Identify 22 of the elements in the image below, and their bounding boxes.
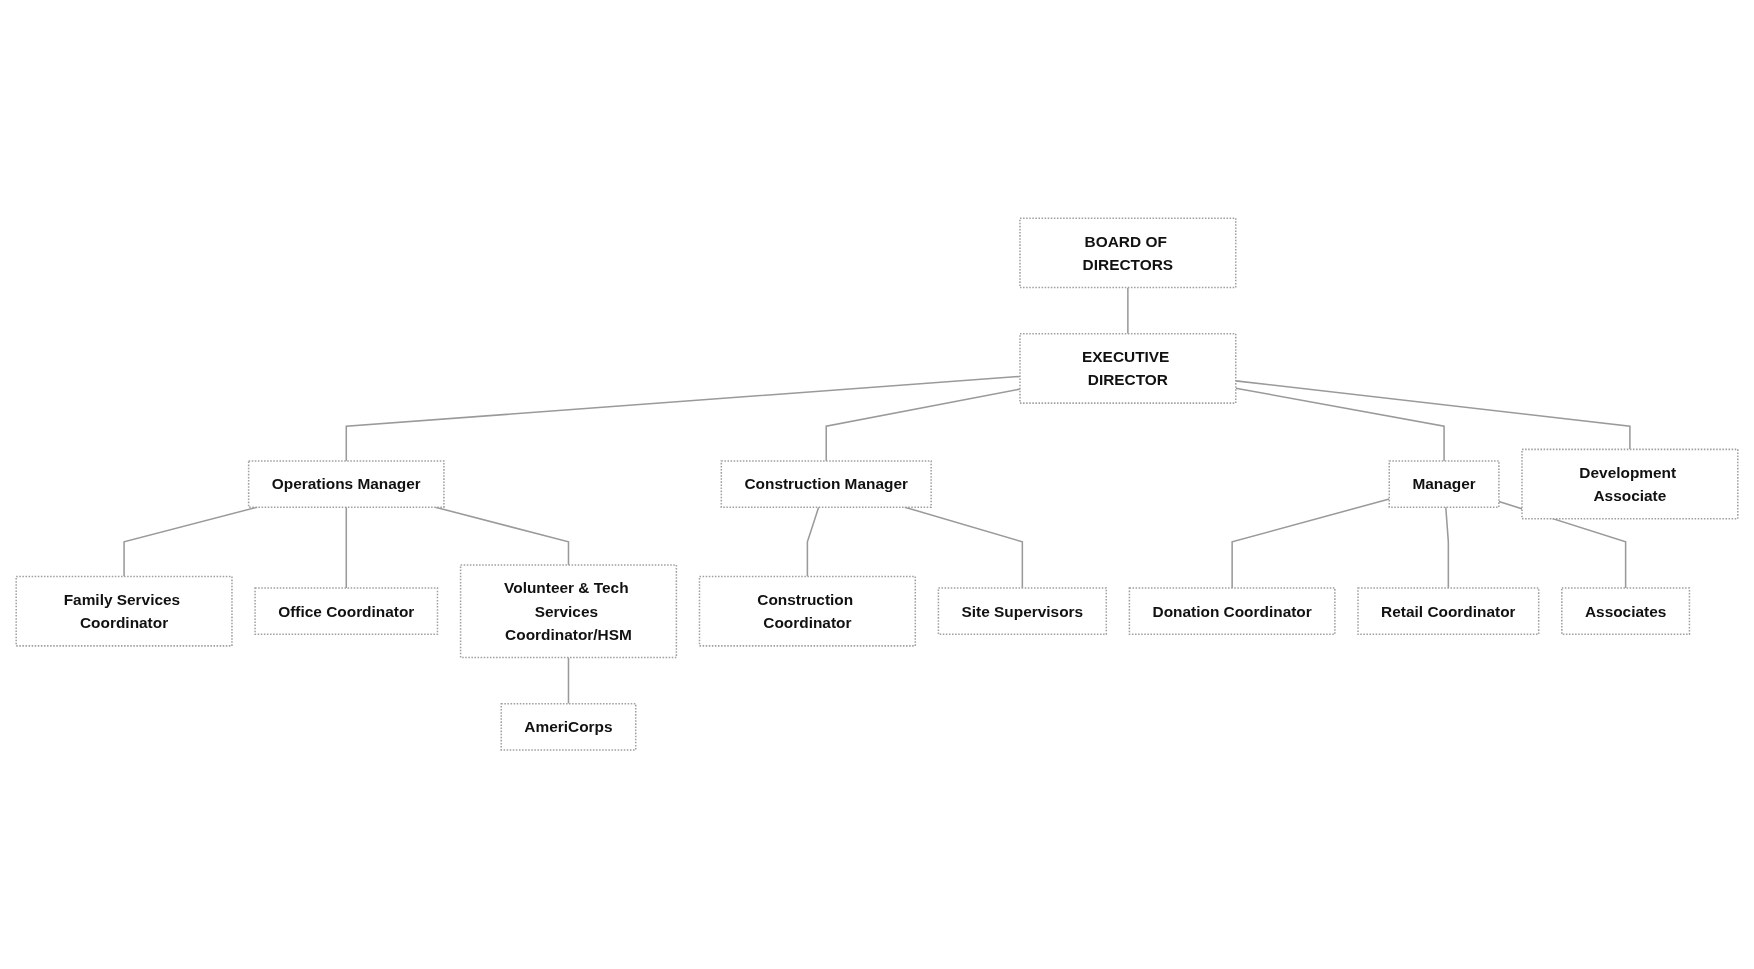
node-box: EXECUTIVE DIRECTOR [1019,333,1237,405]
node-box: Manager [1388,460,1500,509]
node-box: Development Associate [1521,449,1739,520]
node-box: Office Coordinator [254,587,439,636]
node-box: Construction Coordinator [698,576,917,648]
node-box: Donation Coordinator [1128,587,1336,636]
node-box: Construction Manager [720,460,932,509]
connector [567,657,570,705]
node-box: Site Supervisors [937,587,1108,636]
node-box: Family Services Coordinator [15,576,233,648]
node-box: Associates [1561,587,1691,636]
node-box: Retail Coordinator [1357,587,1540,636]
node-box: AmeriCorps [500,703,637,752]
connector [1445,506,1450,590]
connector [1235,380,1631,451]
connector [345,506,348,590]
node-box: BOARD OF DIRECTORS [1019,217,1237,289]
connector [1235,387,1445,463]
node-box: Volunteer & Tech Services Coordinator/HSM [459,564,678,659]
connector [1127,287,1129,335]
node-box: Operations Manager [247,460,445,509]
connector [806,506,820,578]
